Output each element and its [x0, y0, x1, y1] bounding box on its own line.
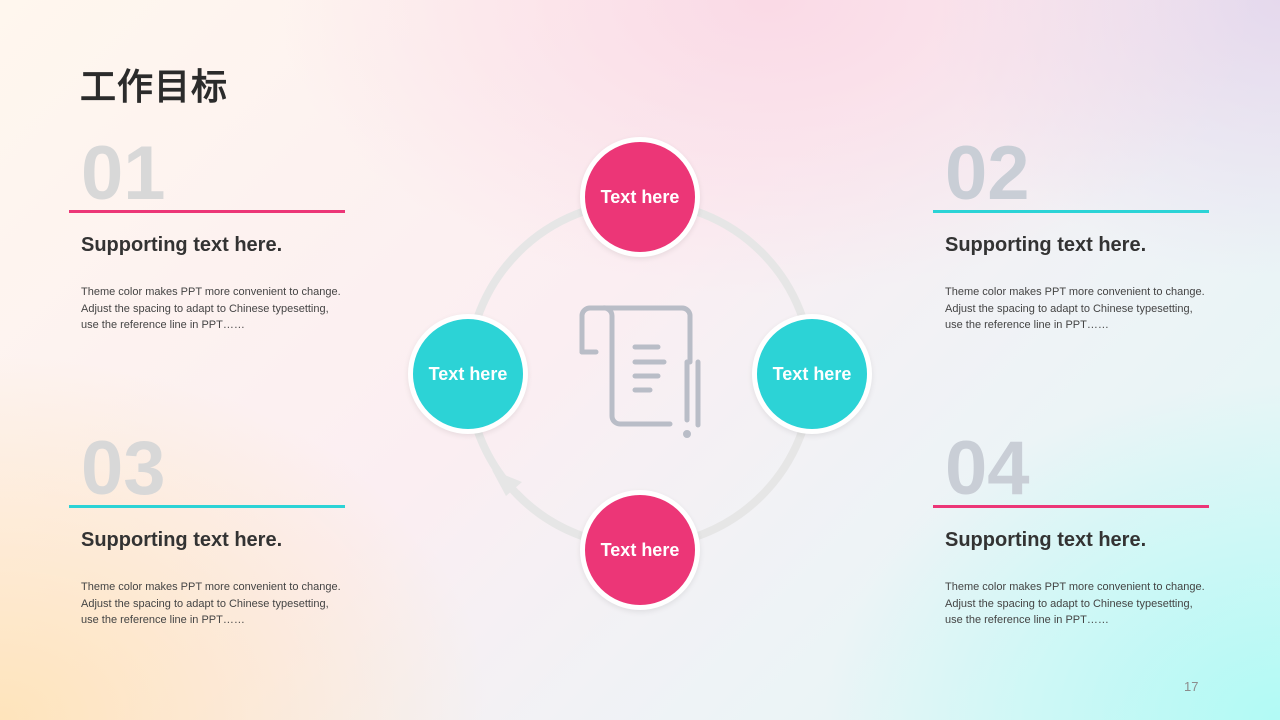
goal-number: 02	[945, 131, 1030, 216]
goal-heading: Supporting text here.	[945, 234, 1147, 256]
goal-block-02: 02 Supporting text here. Theme color mak…	[933, 136, 1213, 336]
cycle-arc	[513, 490, 584, 540]
cycle-node-label: Text here	[600, 539, 680, 560]
goal-body: Theme color makes PPT more convenient to…	[945, 579, 1213, 629]
divider-line	[69, 505, 345, 508]
body-line: Theme color makes PPT more convenient to…	[945, 286, 1205, 298]
cycle-node-label: Text here	[428, 363, 508, 384]
body-line: Adjust the spacing to adapt to Chinese t…	[945, 597, 1193, 610]
body-line: Theme color makes PPT more convenient to…	[81, 581, 341, 593]
divider-line	[933, 210, 1209, 213]
goal-block-04: 04 Supporting text here. Theme color mak…	[933, 431, 1213, 631]
body-line: use the reference line in PPT……	[945, 319, 1109, 332]
cycle-node-right: Text here	[752, 314, 872, 434]
cycle-node-top: Text here	[580, 137, 700, 257]
body-line: use the reference line in PPT……	[945, 614, 1109, 627]
goal-block-01: 01 Supporting text here. Theme color mak…	[69, 136, 349, 336]
goal-heading: Supporting text here.	[81, 234, 283, 256]
cycle-node-label: Text here	[772, 363, 852, 384]
cycle-node-bottom: Text here	[580, 490, 700, 610]
page-number: 17	[1184, 679, 1199, 694]
cycle-node-label: Text here	[600, 186, 680, 207]
cycle-diagram: Text here Text here Text here Text here	[400, 130, 880, 620]
cycle-arrow-icon	[492, 470, 522, 496]
goal-number: 04	[945, 426, 1030, 511]
goal-number: 03	[81, 426, 166, 511]
scroll-document-icon	[579, 305, 701, 438]
body-line: use the reference line in PPT……	[81, 319, 245, 332]
divider-line	[933, 505, 1209, 508]
body-line: Adjust the spacing to adapt to Chinese t…	[81, 597, 329, 610]
goal-heading: Supporting text here.	[81, 529, 283, 551]
body-line: use the reference line in PPT……	[81, 614, 245, 627]
goal-body: Theme color makes PPT more convenient to…	[81, 579, 349, 629]
goal-body: Theme color makes PPT more convenient to…	[945, 284, 1213, 334]
body-line: Adjust the spacing to adapt to Chinese t…	[81, 302, 329, 315]
goal-heading: Supporting text here.	[945, 529, 1147, 551]
goal-block-03: 03 Supporting text here. Theme color mak…	[69, 431, 349, 631]
cycle-node-left: Text here	[408, 314, 528, 434]
goal-number: 01	[81, 131, 166, 216]
body-line: Theme color makes PPT more convenient to…	[81, 286, 341, 298]
body-line: Adjust the spacing to adapt to Chinese t…	[945, 302, 1193, 315]
slide-title: 工作目标	[80, 66, 229, 107]
divider-line	[69, 210, 345, 213]
goal-body: Theme color makes PPT more convenient to…	[81, 284, 349, 334]
body-line: Theme color makes PPT more convenient to…	[945, 581, 1205, 593]
